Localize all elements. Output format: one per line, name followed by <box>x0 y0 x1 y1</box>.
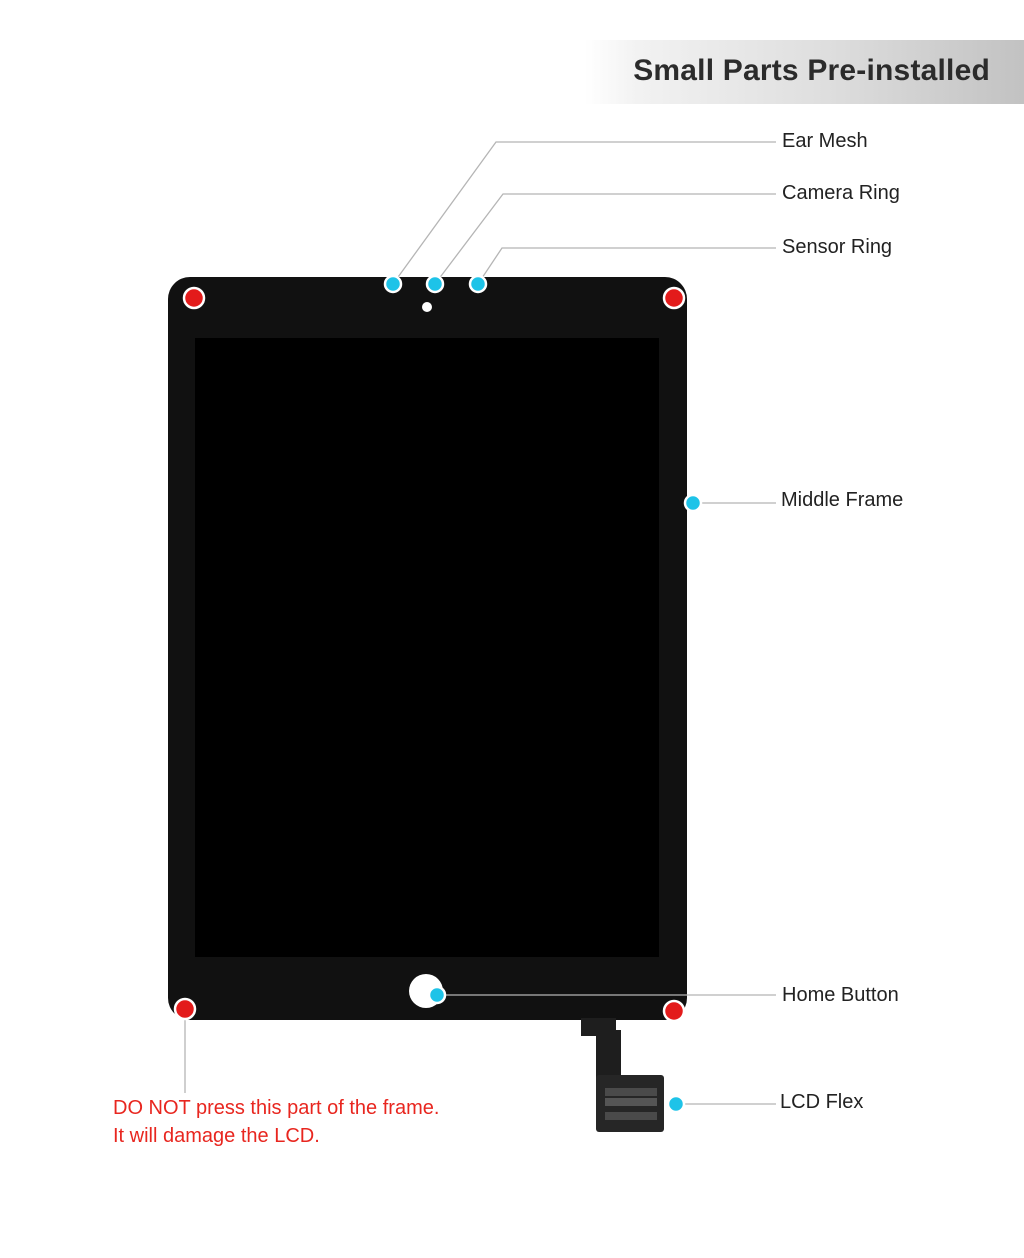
ear-mesh-label: Ear Mesh <box>782 130 868 152</box>
sensor-ring-leader <box>477 247 776 285</box>
header-banner: Small Parts Pre-installed <box>585 40 1024 104</box>
warning-note: DO NOT press this part of the frame. It … <box>113 1094 439 1150</box>
lcd-flex-cable <box>581 1018 664 1132</box>
home-button-marker <box>427 985 447 1005</box>
camera-ring-leader <box>434 193 776 285</box>
middle-frame-label: Middle Frame <box>781 489 904 511</box>
ear-mesh-marker <box>383 274 403 294</box>
camera-ring-marker <box>425 274 445 294</box>
bottom-right-pressure-marker <box>662 999 686 1023</box>
sensor-ring-label: Sensor Ring <box>782 236 893 258</box>
tablet-screen <box>195 338 659 957</box>
lcd-flex-marker <box>666 1094 686 1114</box>
lcd-flex-label: LCD Flex <box>780 1091 864 1113</box>
home-button-label: Home Button <box>782 984 899 1006</box>
bottom-left-pressure-marker <box>173 997 197 1021</box>
warning-line-2: It will damage the LCD. <box>113 1125 320 1147</box>
sensor-ring-marker <box>468 274 488 294</box>
front-camera <box>422 302 432 312</box>
camera-ring-label: Camera Ring <box>782 182 900 204</box>
top-right-pressure-marker <box>662 286 686 310</box>
top-left-pressure-marker <box>182 286 206 310</box>
warning-line-1: DO NOT press this part of the frame. <box>113 1097 440 1119</box>
ear-mesh-leader <box>392 141 776 285</box>
page-title: Small Parts Pre-installed <box>633 54 990 87</box>
middle-frame-marker <box>683 493 703 513</box>
